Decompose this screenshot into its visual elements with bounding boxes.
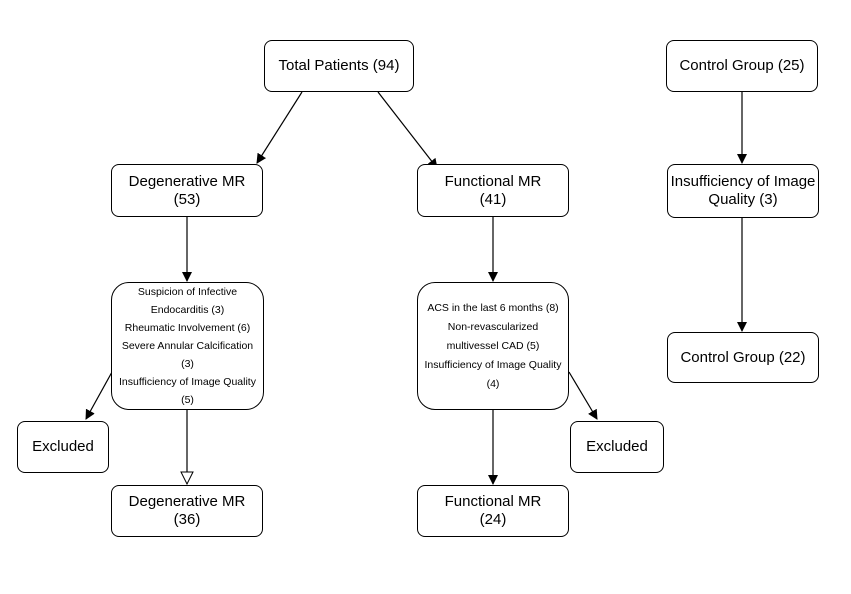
degenerative-exclusion-line-2: Endocarditis (3) — [150, 304, 225, 316]
degenerative-exclusion-line-4: Severe Annular Calcification — [121, 340, 254, 352]
control-group-final-label: Control Group (22) — [680, 348, 806, 366]
functional-exclusion-line-4: Insufficiency of Image Quality — [424, 358, 562, 371]
arrow-degenerative-exclusions-to-excluded — [85, 371, 113, 420]
degenerative-exclusion-line-6: Insufficiency of Image Quality — [119, 376, 256, 388]
total-patients-label: Total Patients (94) — [278, 57, 400, 74]
functional-mr-final-box: Functional MR (24) — [417, 485, 569, 537]
functional-exclusion-line-3: multivessel CAD (5) — [446, 339, 540, 352]
degenerative-exclusion-line-1: Suspicion of Infective — [137, 286, 238, 298]
control-group-final-box: Control Group (22) — [667, 332, 819, 383]
degenerative-mr-final-title: Degenerative MR — [128, 493, 246, 510]
degenerative-exclusion-line-5: (3) — [181, 358, 194, 370]
total-patients-box: Total Patients (94) — [264, 40, 414, 92]
arrow-total-to-degenerative — [256, 91, 303, 164]
control-exclusions-line-2: Quality (3) — [708, 191, 778, 208]
functional-mr-final-title: Functional MR — [444, 493, 542, 510]
functional-mr-final-count: (24) — [479, 511, 507, 528]
control-group-initial-box: Control Group (25) — [666, 40, 818, 92]
degenerative-mr-final-count: (36) — [173, 511, 201, 528]
degenerative-exclusions-box: Suspicion of Infective Endocarditis (3) … — [111, 282, 264, 410]
control-exclusions-box: Insufficiency of Image Quality (3) — [667, 164, 819, 218]
arrow-total-to-functional — [377, 91, 438, 169]
arrow-functional-exclusions-to-excluded — [568, 371, 598, 420]
functional-exclusion-line-5: (4) — [486, 377, 500, 390]
control-group-initial-label: Control Group (25) — [679, 57, 805, 74]
excluded-right-box: Excluded — [570, 421, 664, 473]
degenerative-exclusion-line-7: (5) — [181, 394, 194, 406]
degenerative-mr-final-box: Degenerative MR (36) — [111, 485, 263, 537]
excluded-left-box: Excluded — [17, 421, 109, 473]
functional-mr-initial-box: Functional MR (41) — [417, 164, 569, 217]
excluded-left-label: Excluded — [32, 438, 94, 455]
functional-exclusion-line-2: Non-revascularized — [447, 320, 539, 333]
functional-mr-initial-count: (41) — [479, 190, 507, 208]
degenerative-exclusion-line-3: Rheumatic Involvement (6) — [124, 322, 251, 334]
degenerative-mr-initial-box: Degenerative MR (53) — [111, 164, 263, 217]
excluded-right-label: Excluded — [586, 438, 648, 455]
functional-mr-initial-title: Functional MR — [444, 172, 542, 190]
degenerative-mr-initial-title: Degenerative MR — [128, 172, 246, 190]
degenerative-mr-initial-count: (53) — [173, 190, 201, 208]
functional-exclusion-line-1: ACS in the last 6 months (8) — [427, 301, 559, 314]
control-exclusions-line-1: Insufficiency of Image — [670, 173, 816, 190]
functional-exclusions-box: ACS in the last 6 months (8) Non-revascu… — [417, 282, 569, 410]
